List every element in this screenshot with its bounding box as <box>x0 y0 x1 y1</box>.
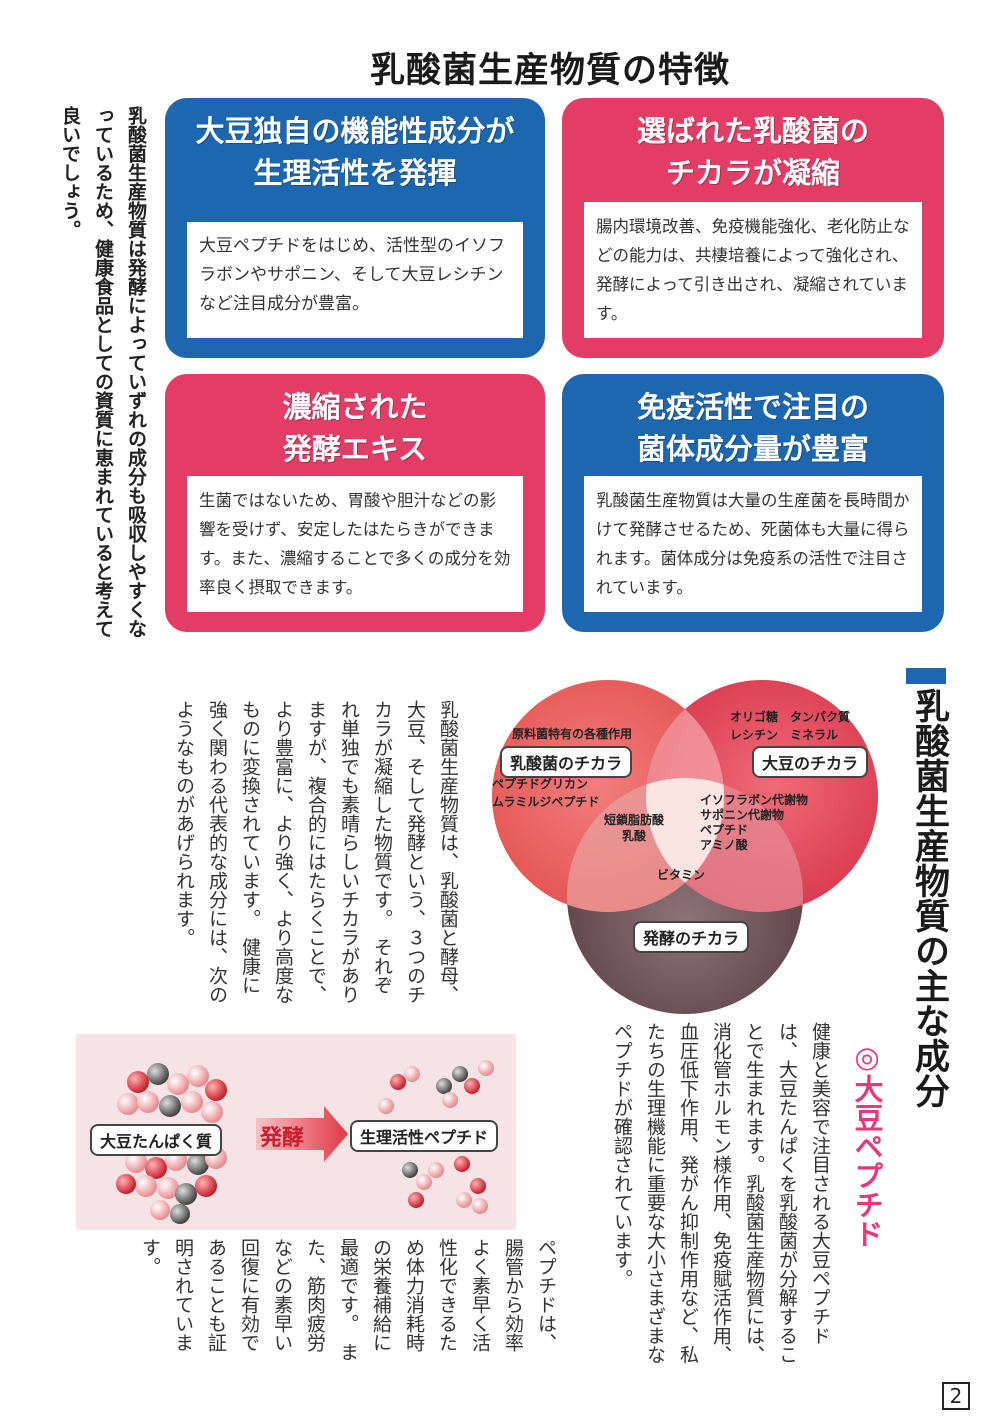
venn-center-item: アミノ酸 <box>700 838 748 852</box>
peptide-text-1: 健康と美容で注目される大豆ペプチドは、大豆たんぱくを乳酸菌が分解することで生まれ… <box>611 1022 831 1364</box>
peptide-diagram: 大豆たんぱく質 発酵 生理活性ペプチド <box>76 1034 516 1230</box>
page-number: 2 <box>942 1382 970 1410</box>
section-heading: 乳酸菌生産物質の主な成分 <box>909 688 949 1108</box>
venn-lactic-item: ムラミルジペプチド <box>492 795 600 809</box>
card-extract-title-2: 発酵エキス <box>282 432 428 466</box>
venn-center-left: 短鎖脂肪酸 乳酸 <box>604 812 664 844</box>
venn-soy-item: レシチン ミネラル <box>730 728 839 742</box>
diagram-arrow-label: 発酵 <box>260 1126 305 1151</box>
diagram-right-label: 生理活性ペプチド <box>350 1120 499 1152</box>
venn-lactic-items: ペプチドグリカン ムラミルジペプチド <box>492 775 599 811</box>
page-title: 乳酸菌生産物質の特徴 <box>369 50 730 91</box>
venn-soy-label: 大豆のチカラ <box>752 746 869 778</box>
venn-lactic-note: 原料菌特有の各種作用 <box>512 727 633 741</box>
card-lactic-title-1: 選ばれた乳酸菌の <box>636 114 869 148</box>
venn-center-item: サポニン代謝物 <box>700 808 785 822</box>
peptide-text-2: ペプチドは、腸管から効率よく素早く活性化できるため体力消耗時の栄養補給に最適です… <box>139 1238 557 1362</box>
card-soy-title-2: 生理活性を発揮 <box>253 156 457 190</box>
card-lactic-body: 腸内環境改善、免疫機能強化、老化防止などの能力は、共棲培養によって強化され、発酵… <box>584 202 922 338</box>
intro-text: 乳酸菌生産物質は発酵によっていずれの成分も吸収しやすくなっているため、健康食品と… <box>59 106 147 638</box>
molecule-graphic <box>116 1060 494 1224</box>
card-immune-title-1: 免疫活性で注目の <box>636 390 869 424</box>
venn-center-item: 短鎖脂肪酸 <box>604 813 665 827</box>
card-lactic: 選ばれた乳酸菌の チカラが凝縮 腸内環境改善、免疫機能強化、老化防止などの能力は… <box>562 98 944 358</box>
venn-center-item: 乳酸 <box>622 829 647 843</box>
card-soy-body: 大豆ペプチドをはじめ、活性型のイソフラボンやサポニン、そして大豆レシチンなど注目… <box>187 222 523 338</box>
venn-center-item: ペプチド <box>700 823 749 837</box>
venn-center-bottom: ビタミン <box>657 868 706 882</box>
venn-center-right: イソフラボン代謝物 サポニン代謝物 ペプチド アミノ酸 <box>700 793 808 853</box>
section-bar <box>906 668 946 684</box>
peptide-subheading: ◎大豆ペプチド <box>850 1040 884 1248</box>
venn-soy-item: オリゴ糖 タンパク質 <box>730 710 851 724</box>
ferment-arrow <box>256 1106 348 1162</box>
protein-cluster <box>116 1063 227 1224</box>
card-immune: 免疫活性で注目の 菌体成分量が豊富 乳酸菌生産物質は大量の生産菌を長時間かけて発… <box>562 374 944 632</box>
venn-lactic-label: 乳酸菌のチカラ <box>500 746 633 778</box>
venn-diagram <box>492 680 878 1014</box>
card-lactic-title-2: チカラが凝縮 <box>665 156 840 190</box>
card-soy-title-1: 大豆独自の機能性成分が <box>195 114 515 148</box>
card-extract: 濃縮された 発酵エキス 生菌ではないため、胃酸や胆汁などの影響を受けず、安定した… <box>165 374 545 632</box>
diagram-left-label: 大豆たんぱく質 <box>90 1124 223 1156</box>
card-soy: 大豆独自の機能性成分が 生理活性を発揮 大豆ペプチドをはじめ、活性型のイソフラボ… <box>165 98 545 358</box>
venn-center-item: イソフラボン代謝物 <box>700 793 809 807</box>
peptide-particles <box>378 1060 494 1214</box>
card-immune-title-2: 菌体成分量が豊富 <box>636 432 869 466</box>
card-extract-title-1: 濃縮された <box>282 390 428 424</box>
card-extract-body: 生菌ではないため、胃酸や胆汁などの影響を受けず、安定したはたらきができます。また… <box>187 476 523 612</box>
venn-lactic-item: ペプチドグリカン <box>492 777 589 791</box>
card-immune-body: 乳酸菌生産物質は大量の生産菌を長時間かけて発酵させるため、死菌体も大量に得られま… <box>584 476 922 612</box>
middle-text: 乳酸菌生産物質は、乳酸菌と酵母、大豆、そして発酵という、３つのチカラが凝縮した物… <box>173 700 459 1004</box>
venn-soy-items: オリゴ糖 タンパク質 レシチン ミネラル <box>730 708 850 744</box>
venn-ferment-label: 発酵のチカラ <box>633 921 750 953</box>
